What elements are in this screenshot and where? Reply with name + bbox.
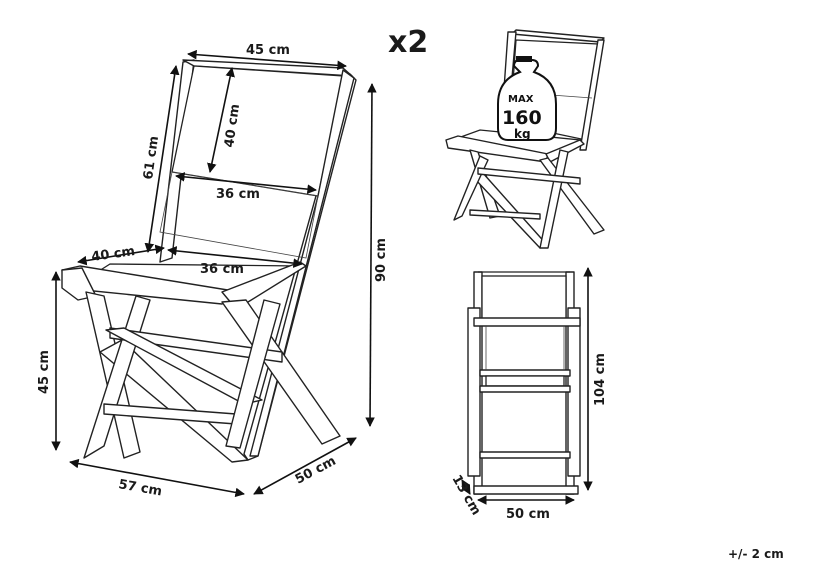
folded-chair-drawing bbox=[467, 271, 581, 495]
max-weight-badge: MAX 160 kg bbox=[497, 56, 557, 141]
label-seat-depth: 40 cm bbox=[90, 244, 136, 265]
label-folded-height: 104 cm bbox=[593, 353, 608, 406]
label-back-fabric-height: 40 cm bbox=[222, 103, 243, 149]
tolerance-note: +/- 2 cm bbox=[728, 547, 784, 561]
weight-badge-value: 160 bbox=[502, 107, 542, 129]
label-total-height: 90 cm bbox=[374, 238, 389, 282]
label-depth: 57 cm bbox=[117, 477, 163, 499]
folded-chair-dimension-lines bbox=[461, 267, 593, 505]
quantity-label: x2 bbox=[388, 25, 428, 60]
main-chair-dimension-lines bbox=[51, 49, 377, 498]
weight-badge-max: MAX bbox=[508, 94, 534, 105]
label-back-fabric-width: 36 cm bbox=[216, 187, 260, 202]
label-width: 50 cm bbox=[293, 454, 339, 488]
label-folded-width: 50 cm bbox=[506, 507, 550, 522]
label-back-width: 45 cm bbox=[246, 43, 290, 58]
label-seat-width: 36 cm bbox=[200, 262, 244, 277]
weight-badge-unit: kg bbox=[514, 127, 531, 141]
label-seat-height: 45 cm bbox=[37, 350, 52, 394]
label-back-height: 61 cm bbox=[141, 135, 162, 181]
